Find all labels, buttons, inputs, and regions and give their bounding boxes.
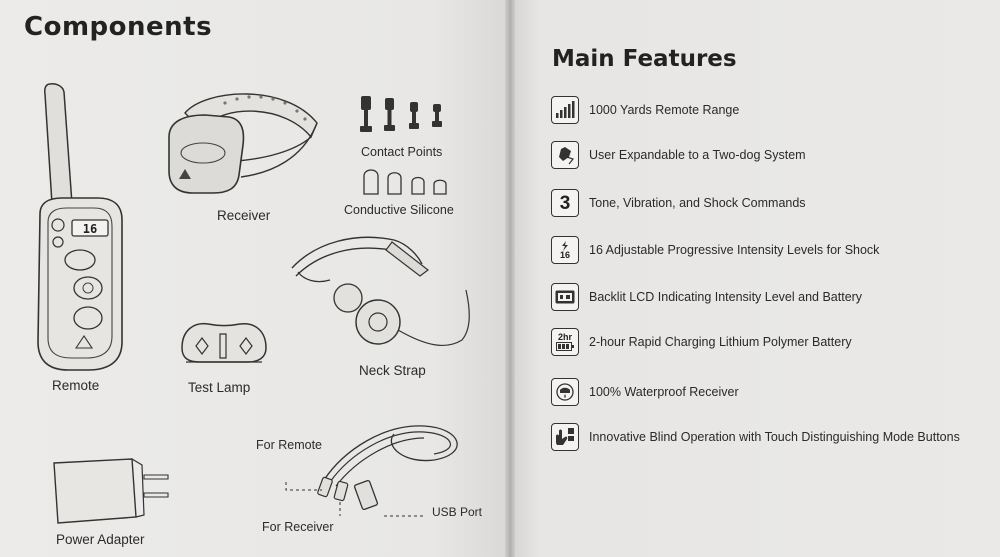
three-commands-glyph: 3: [559, 192, 571, 214]
three-commands-icon: 3: [551, 189, 579, 217]
touch-button-icon: [551, 423, 579, 451]
book-spine: [505, 0, 515, 557]
components-title: Components: [24, 12, 213, 42]
two-dog-icon: [551, 141, 579, 169]
feature-text: Innovative Blind Operation with Touch Di…: [589, 430, 960, 444]
charging-cable-illustration: [284, 420, 494, 530]
battery-glyph: 2hr: [557, 332, 572, 342]
feature-text: Tone, Vibration, and Shock Commands: [589, 196, 806, 210]
remote-illustration: 16: [28, 80, 132, 380]
feature-text: 100% Waterproof Receiver: [589, 385, 739, 399]
feature-item: 3 Tone, Vibration, and Shock Commands: [551, 188, 806, 218]
signal-range-icon: [551, 96, 579, 124]
test-lamp-label: Test Lamp: [188, 380, 251, 395]
test-lamp-illustration: [178, 318, 270, 366]
feature-item: 16 16 Adjustable Progressive Intensity L…: [551, 235, 879, 265]
remote-lcd-readout: 16: [83, 222, 97, 236]
conductive-silicone-illustration: [360, 166, 452, 196]
intensity-levels-glyph: 16: [559, 249, 570, 260]
feature-item: 100% Waterproof Receiver: [551, 377, 739, 407]
conductive-silicone-label: Conductive Silicone: [344, 203, 454, 217]
contact-points-illustration: [360, 96, 442, 132]
feature-item: 1000 Yards Remote Range: [551, 95, 739, 125]
contact-points-label: Contact Points: [361, 145, 443, 159]
lcd-icon: [551, 283, 579, 311]
feature-item: Innovative Blind Operation with Touch Di…: [551, 422, 960, 452]
feature-text: 16 Adjustable Progressive Intensity Leve…: [589, 243, 880, 257]
for-receiver-label: For Receiver: [262, 520, 334, 534]
main-features-title: Main Features: [552, 46, 737, 72]
battery-icon: 2hr: [551, 328, 579, 356]
feature-text: Backlit LCD Indicating Intensity Level a…: [589, 290, 863, 304]
power-adapter-label: Power Adapter: [56, 532, 145, 547]
usb-port-label: USB Port: [432, 505, 483, 519]
neck-strap-label: Neck Strap: [359, 363, 426, 378]
intensity-levels-icon: 16: [551, 236, 579, 264]
power-adapter-illustration: [50, 455, 178, 527]
waterproof-icon: [551, 378, 579, 406]
remote-label: Remote: [52, 378, 100, 393]
feature-text: 1000 Yards Remote Range: [589, 103, 740, 117]
feature-item: 2hr 2-hour Rapid Charging Lithium Polyme…: [551, 327, 852, 357]
receiver-label: Receiver: [217, 208, 271, 223]
neck-strap-illustration: [286, 228, 492, 356]
for-remote-label: For Remote: [256, 438, 322, 452]
feature-text: User Expandable to a Two-dog System: [589, 148, 806, 162]
right-page: [510, 0, 1000, 557]
feature-text: 2-hour Rapid Charging Lithium Polymer Ba…: [589, 335, 852, 349]
feature-item: Backlit LCD Indicating Intensity Level a…: [551, 282, 862, 312]
feature-item: User Expandable to a Two-dog System: [551, 140, 806, 170]
receiver-illustration: [165, 85, 325, 200]
